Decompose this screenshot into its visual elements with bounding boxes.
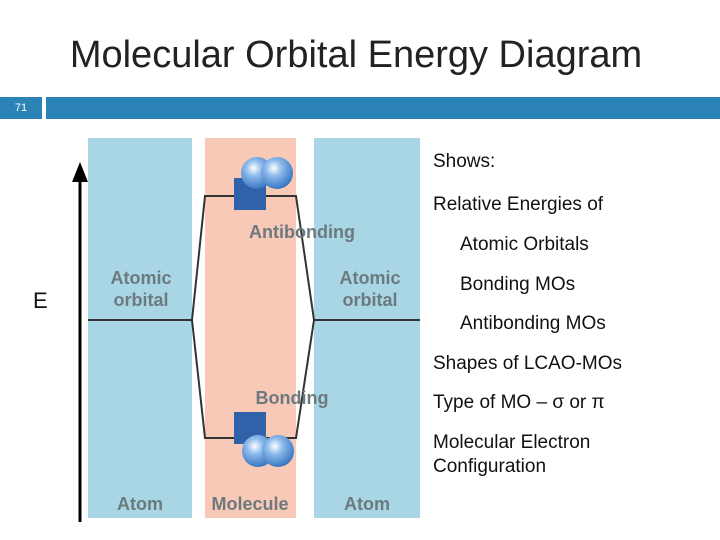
slide-number: 71: [0, 97, 42, 119]
bonding-lobe-right: [262, 435, 294, 467]
header-bar: [46, 97, 720, 119]
bonding-label: Bonding: [256, 388, 329, 408]
bullet-bonding-mos: Bonding MOs: [460, 274, 576, 295]
left-atomic-orbital-label-line1: Atomic: [110, 268, 171, 288]
slide-title: Molecular Orbital Energy Diagram: [69, 34, 643, 76]
energy-axis-label: E: [33, 288, 48, 313]
left-atom-column: [88, 138, 192, 518]
antibonding-lobe-right: [261, 157, 293, 189]
bullet-antibonding-mos: Antibonding MOs: [460, 313, 606, 334]
molecule-column-label: Molecule: [211, 494, 288, 514]
bullet-shows: Shows:: [433, 151, 496, 172]
right-atom-column: [314, 138, 420, 518]
right-atomic-orbital-label-line1: Atomic: [339, 268, 400, 288]
right-atom-column-label: Atom: [344, 494, 390, 514]
left-atom-column-label: Atom: [117, 494, 163, 514]
right-atomic-orbital-label-line2: orbital: [342, 290, 397, 310]
antibonding-label: Antibonding: [249, 222, 355, 242]
bullet-relative-energies: Relative Energies of: [433, 194, 604, 215]
left-atomic-orbital-label-line2: orbital: [113, 290, 168, 310]
bullet-shapes-lcao: Shapes of LCAO-MOs: [433, 353, 623, 374]
bullet-atomic-orbitals: Atomic Orbitals: [460, 234, 589, 255]
bullet-type-of-mo: Type of MO – σ or π: [433, 392, 605, 413]
bullet-electron-configuration: Molecular Electron Configuration: [433, 432, 591, 477]
energy-axis-arrowhead: [72, 162, 88, 182]
